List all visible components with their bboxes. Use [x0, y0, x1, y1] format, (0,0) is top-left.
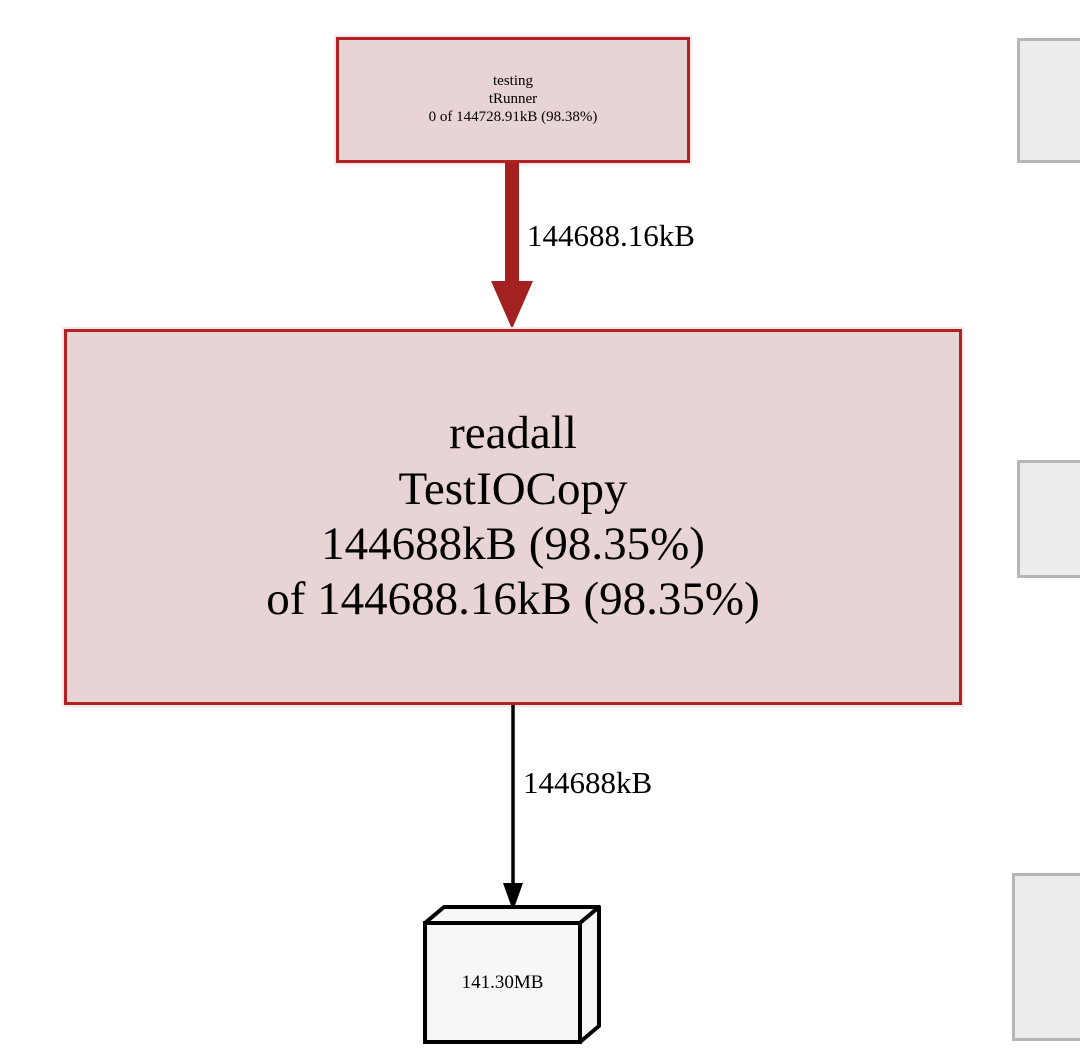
graph-leaf-box-label: 141.30MB	[461, 971, 544, 993]
node-trunner-stats: 0 of 144728.91kB (98.38%)	[428, 108, 598, 125]
node-trunner-package: testing	[493, 73, 533, 90]
graph-node-trunner[interactable]: testing tRunner 0 of 144728.91kB (98.38%…	[336, 37, 690, 163]
node-readall-function: TestIOCopy	[398, 462, 628, 515]
graph-node-cold-1[interactable]: 0 o	[1017, 38, 1080, 163]
graph-node-cold-2[interactable]: 0 o	[1017, 460, 1080, 578]
graph-edge-label-144688kb: 144688kB	[523, 765, 653, 800]
graph-edge-trunner-to-readall[interactable]	[489, 163, 535, 331]
graph-node-cold-3[interactable]: 0 of 1	[1012, 873, 1080, 1041]
node-trunner-function: tRunner	[488, 91, 538, 108]
graph-edge-readall-to-total[interactable]	[500, 705, 526, 913]
graph-leaf-box-total[interactable]: 141.30MB	[422, 903, 602, 1053]
graph-edge-label-144688-16kb: 144688.16kB	[527, 218, 695, 253]
node-readall-cumulative: of 144688.16kB (98.35%)	[266, 573, 760, 626]
graph-node-readall[interactable]: readall TestIOCopy 144688kB (98.35%) of …	[64, 329, 962, 705]
node-readall-flat: 144688kB (98.35%)	[321, 518, 705, 570]
node-readall-package: readall	[449, 407, 577, 460]
